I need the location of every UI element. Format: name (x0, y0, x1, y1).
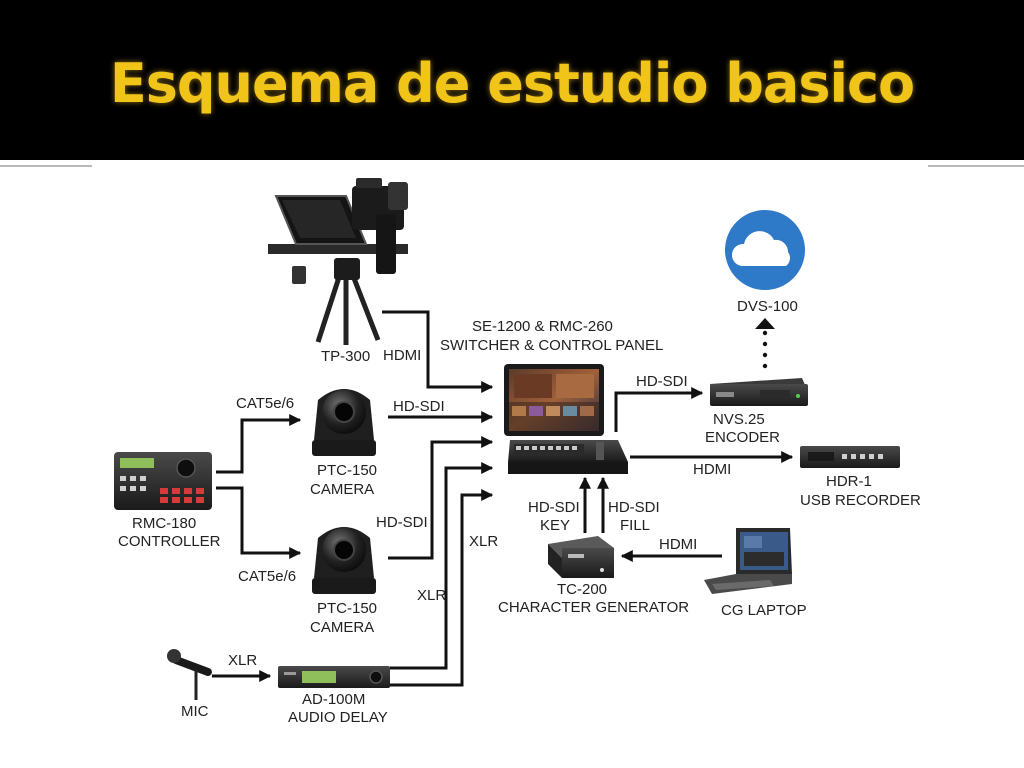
audio-delay-label-line1: AD-100M (302, 691, 365, 708)
mic-image (167, 649, 212, 700)
conn-label-tp-hdmi: HDMI (383, 347, 421, 364)
char-gen-image (548, 536, 614, 578)
encoder-image (710, 378, 808, 406)
switcher-image (504, 364, 628, 474)
conn-label-ctrl-cam-top: CAT5e/6 (236, 395, 294, 412)
conn-label-cam-top-hdsdi: HD-SDI (393, 398, 445, 415)
conn-label-delay-xlr-b: XLR (469, 533, 498, 550)
controller-image (114, 452, 212, 510)
camera-bottom-image (312, 527, 376, 594)
switcher-label-line2: SWITCHER & CONTROL PANEL (440, 337, 663, 354)
conn-label-switcher-recorder: HDMI (693, 461, 731, 478)
wire-ctrl-cam-top (216, 414, 302, 474)
wire-cam-bottom-switcher (388, 436, 494, 560)
divider-right (928, 165, 1024, 167)
char-gen-label-line1: TC-200 (557, 581, 607, 598)
audio-delay-image (278, 666, 390, 688)
recorder-label-line2: USB RECORDER (800, 492, 921, 509)
laptop-label: CG LAPTOP (721, 602, 807, 619)
conn-label-ctrl-cam-bottom: CAT5e/6 (238, 568, 296, 585)
conn-label-cg-fill-line2: FILL (620, 517, 650, 534)
char-gen-label-line2: CHARACTER GENERATOR (498, 599, 689, 616)
conn-label-cam-bottom-hdsdi: HD-SDI (376, 514, 428, 531)
title-bar (0, 0, 1024, 160)
wires (212, 310, 794, 687)
wire-delay-xlr-b (390, 489, 494, 687)
camera-top-label-line1: PTC-150 (317, 462, 377, 479)
wire-delay-xlr-a (390, 462, 494, 670)
conn-label-cg-key-line2: KEY (540, 517, 570, 534)
wire-switcher-encoder (614, 387, 704, 432)
encoder-label-line1: NVS.25 (713, 411, 765, 428)
recorder-image (800, 446, 900, 468)
camera-top-image (312, 389, 376, 456)
dvs-100-label: DVS-100 (737, 298, 798, 315)
tp-300-label: TP-300 (321, 348, 370, 365)
laptop-image (704, 528, 792, 594)
conn-label-cg-fill-line1: HD-SDI (608, 499, 660, 516)
wire-encoder-cloud (755, 318, 775, 369)
conn-label-cg-key-line1: HD-SDI (528, 499, 580, 516)
conn-label-laptop-cg: HDMI (659, 536, 697, 553)
conn-label-mic-delay: XLR (228, 652, 257, 669)
wire-tp-switcher (382, 310, 494, 393)
teleprompter-image (268, 178, 408, 345)
wire-ctrl-cam-bottom (216, 486, 302, 559)
cloud-icon (725, 210, 805, 290)
conn-label-switcher-encoder: HD-SDI (636, 373, 688, 390)
recorder-label-line1: HDR-1 (826, 473, 872, 490)
audio-delay-label-line2: AUDIO DELAY (288, 709, 388, 726)
mic-label: MIC (181, 703, 209, 720)
page-title: Esquema de estudio basico (109, 52, 915, 115)
divider-left (0, 165, 92, 167)
camera-bottom-label-line2: CAMERA (310, 619, 374, 636)
conn-label-delay-xlr-a: XLR (417, 587, 446, 604)
switcher-label-line1: SE-1200 & RMC-260 (472, 318, 613, 335)
camera-top-label-line2: CAMERA (310, 481, 374, 498)
controller-label-line1: RMC-180 (132, 515, 196, 532)
encoder-label-line2: ENCODER (705, 429, 780, 446)
camera-bottom-label-line1: PTC-150 (317, 600, 377, 617)
controller-label-line2: CONTROLLER (118, 533, 221, 550)
